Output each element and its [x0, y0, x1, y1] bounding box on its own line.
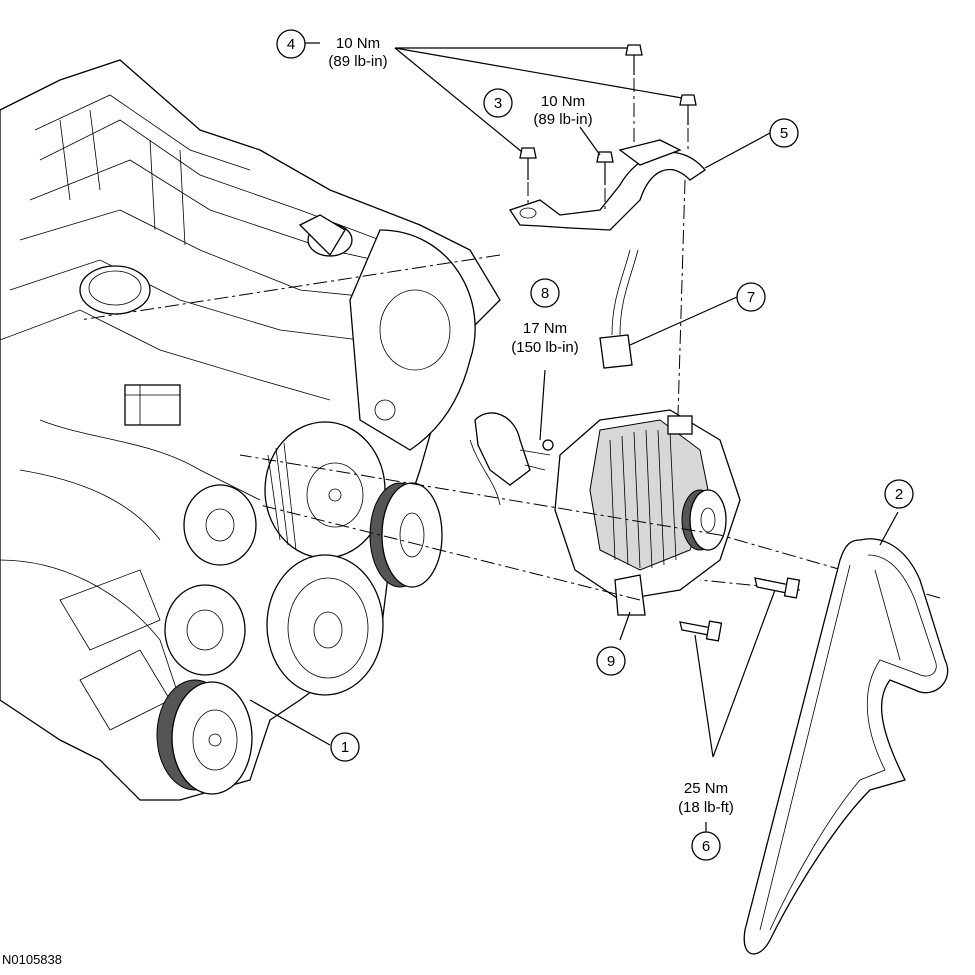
callout-4-torque-imperial: (89 lb-in): [328, 53, 387, 70]
bracket-bolts: [519, 44, 697, 185]
callout-7: 7: [736, 282, 766, 312]
callout-7-circle: [736, 282, 766, 312]
generator-bracket: [469, 412, 554, 506]
callout-1-number: 1: [341, 739, 349, 756]
callout-6-torque-imperial: (18 lb-ft): [678, 799, 734, 816]
callout-3: 3 10 Nm (89 lb-in): [483, 88, 593, 128]
water-pump-pulley: [264, 421, 386, 559]
power-steering-pulley: [369, 482, 443, 588]
callout-6-torque-nm: 25 Nm: [684, 780, 728, 797]
callout-1-circle: [330, 732, 360, 762]
crankshaft-pulley: [266, 554, 384, 696]
drive-belt: [743, 538, 949, 955]
callout-3-torque-nm: 10 Nm: [541, 93, 585, 110]
callout-2-circle: [884, 479, 914, 509]
callout-3-torque-imperial: (89 lb-in): [533, 111, 592, 128]
callout-8-torque-nm: 17 Nm: [523, 320, 567, 337]
callout-2-number: 2: [895, 486, 903, 503]
callout-4-circle: [276, 29, 306, 59]
callout-3-circle: [483, 88, 513, 118]
generator: [554, 409, 741, 616]
callout-5-circle: [769, 118, 799, 148]
callout-8-number: 8: [541, 285, 549, 302]
generator-mounting-bolts: [679, 577, 801, 642]
electrical-connector: [599, 249, 639, 369]
callout-8-circle: [530, 278, 560, 308]
bolt-4a: [625, 44, 643, 75]
callout-6-circle: [691, 831, 721, 861]
bolt-4c: [519, 147, 537, 180]
stud-3: [596, 151, 614, 185]
callout-2: 2: [884, 479, 914, 509]
figure-id: N0105838: [2, 952, 62, 967]
callout-1: 1: [330, 732, 360, 762]
bolt-6a: [754, 577, 801, 599]
callout-8: 8 17 Nm (150 lb-in): [511, 278, 579, 356]
callout-7-number: 7: [747, 289, 755, 306]
ac-compressor-pulley: [156, 679, 253, 795]
callout-6: 25 Nm (18 lb-ft) 6: [678, 780, 734, 861]
generator-support-bracket: [508, 139, 706, 231]
callout-9-number: 9: [607, 653, 615, 670]
idler-pulley: [183, 484, 257, 566]
engine-assembly: [0, 59, 501, 801]
callout-3-number: 3: [494, 95, 502, 112]
callout-5: 5: [769, 118, 799, 148]
bolt-4b: [679, 94, 697, 125]
callout-4-torque-nm: 10 Nm: [336, 35, 380, 52]
callout-8-torque-imperial: (150 lb-in): [511, 339, 579, 356]
callout-9-circle: [596, 646, 626, 676]
callout-6-number: 6: [702, 838, 710, 855]
callout-leaders: [249, 42, 899, 832]
belt-tensioner: [164, 584, 246, 676]
callout-5-number: 5: [780, 125, 788, 142]
callout-9: 9: [596, 646, 626, 676]
callout-4-number: 4: [287, 36, 295, 53]
callout-4: 4 10 Nm (89 lb-in): [276, 29, 388, 70]
bolt-6b: [679, 620, 723, 642]
